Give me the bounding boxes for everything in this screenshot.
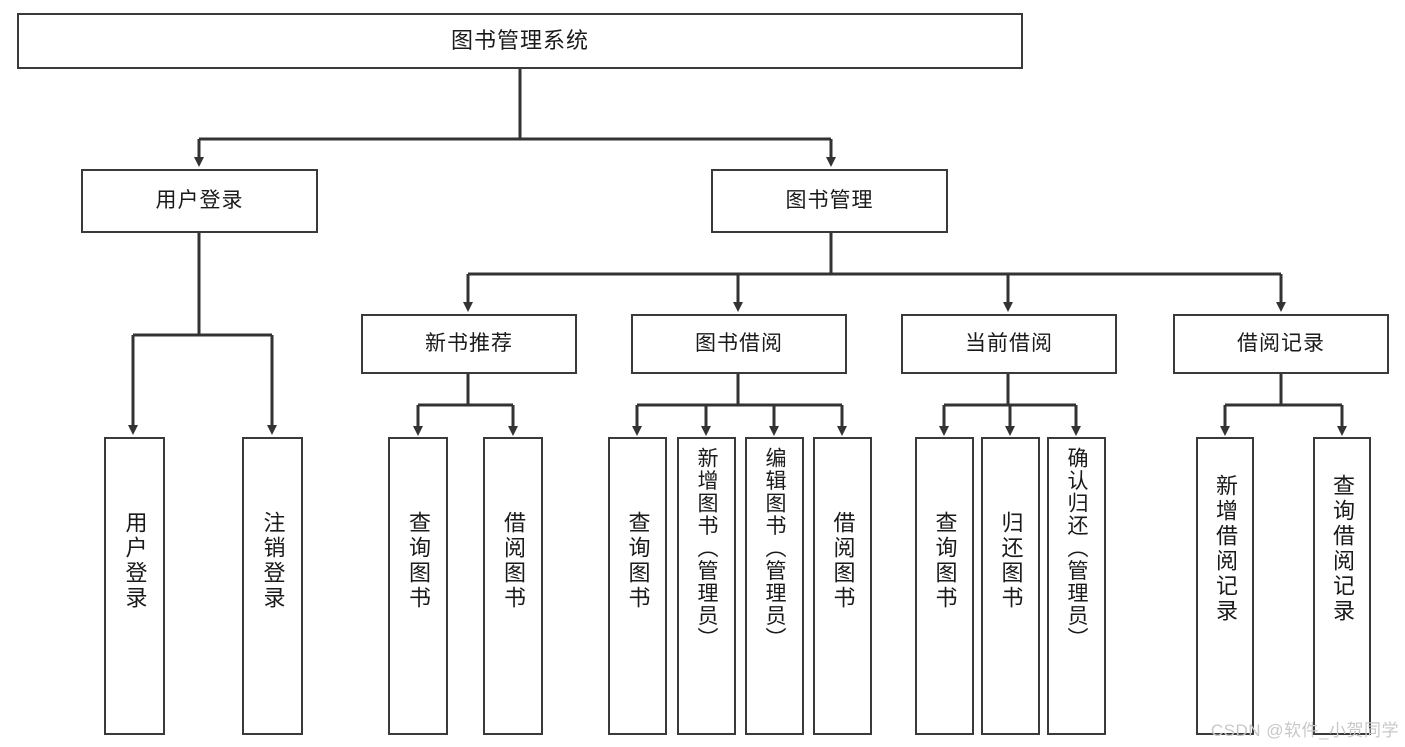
leaf-edit-book-admin[interactable]: 编辑图书（管理员） [745,437,804,735]
leaf-add-book-admin[interactable]: 新增图书（管理员） [677,437,736,735]
leaf-edit-book-admin-label: 编辑图书（管理员） [763,447,786,650]
node-user-login-label: 用户登录 [155,188,244,212]
leaf-query-borrow-record[interactable]: 查询借阅记录 [1313,437,1371,735]
node-current-borrow[interactable]: 当前借阅 [901,314,1117,374]
leaf-query-book-borrow[interactable]: 查询图书 [608,437,667,735]
leaf-query-book-recommend[interactable]: 查询图书 [388,437,448,735]
leaf-add-borrow-record-label: 新增借阅记录 [1213,474,1238,624]
leaf-confirm-return-admin[interactable]: 确认归还（管理员） [1047,437,1106,735]
leaf-query-book-recommend-label: 查询图书 [406,511,431,611]
leaf-query-book-current-label: 查询图书 [932,511,958,611]
node-root[interactable]: 图书管理系统 [17,13,1023,69]
leaf-return-book[interactable]: 归还图书 [981,437,1040,735]
leaf-logout[interactable]: 注销登录 [242,437,303,735]
leaf-borrow-book-borrow[interactable]: 借阅图书 [813,437,872,735]
node-new-book-recommend-label: 新书推荐 [425,331,513,355]
leaf-add-borrow-record[interactable]: 新增借阅记录 [1196,437,1254,735]
leaf-return-book-label: 归还图书 [998,511,1024,611]
node-book-borrow-label: 图书借阅 [695,331,783,355]
node-current-borrow-label: 当前借阅 [965,331,1053,355]
node-borrow-records-label: 借阅记录 [1237,331,1325,355]
leaf-query-borrow-record-label: 查询借阅记录 [1330,474,1355,624]
leaf-user-login-label: 用户登录 [122,511,148,611]
leaf-add-book-admin-label: 新增图书（管理员） [695,447,718,650]
leaf-user-login[interactable]: 用户登录 [104,437,165,735]
node-new-book-recommend[interactable]: 新书推荐 [361,314,577,374]
leaf-borrow-book-recommend-label: 借阅图书 [501,511,526,611]
leaf-query-book-borrow-label: 查询图书 [625,511,651,611]
node-book-borrow[interactable]: 图书借阅 [631,314,847,374]
node-book-management[interactable]: 图书管理 [711,169,948,233]
leaf-logout-label: 注销登录 [260,511,286,611]
leaf-query-book-current[interactable]: 查询图书 [915,437,974,735]
watermark-text: CSDN @软件_小贺同学 [1210,721,1399,740]
node-root-label: 图书管理系统 [450,28,589,54]
leaf-confirm-return-admin-label: 确认归还（管理员） [1065,447,1088,650]
node-user-login[interactable]: 用户登录 [81,169,318,233]
node-borrow-records[interactable]: 借阅记录 [1173,314,1389,374]
leaf-borrow-book-borrow-label: 借阅图书 [830,511,856,611]
node-book-management-label: 图书管理 [785,188,874,212]
leaf-borrow-book-recommend[interactable]: 借阅图书 [483,437,543,735]
